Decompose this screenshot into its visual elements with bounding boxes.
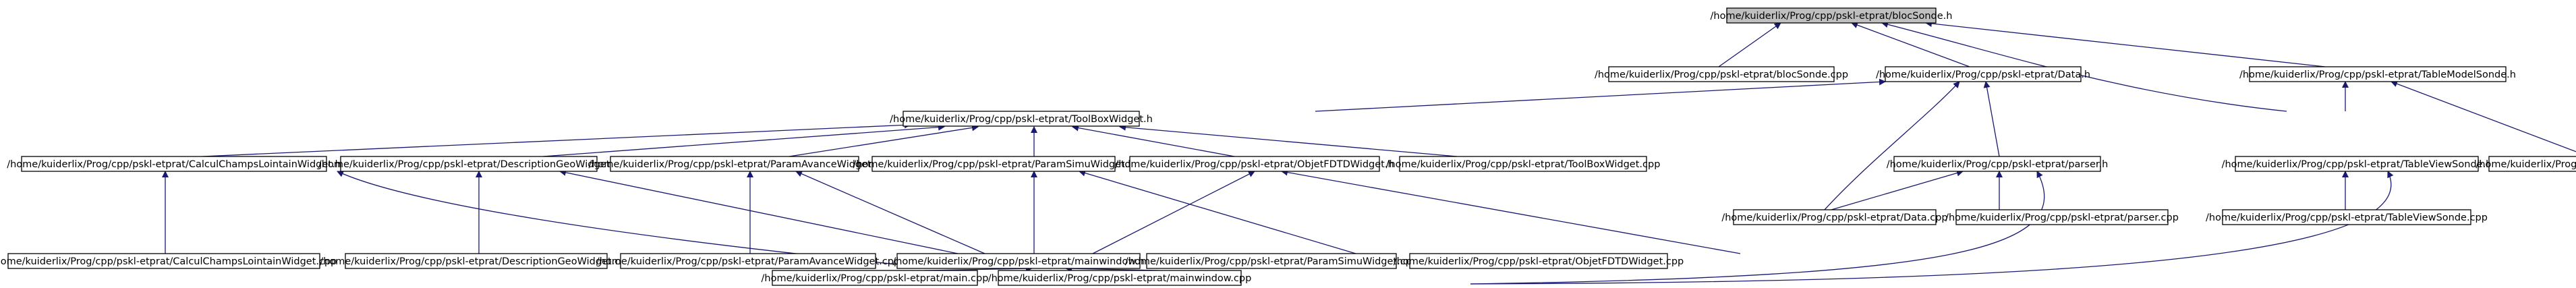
svg-text:/home/kuiderlix/Prog/cpp/pskl-: /home/kuiderlix/Prog/cpp/pskl-etprat/Par… [596, 256, 900, 267]
edge-blocsonde-cpp [1718, 22, 1781, 67]
svg-text:/home/kuiderlix/Prog/cpp/pskl-: /home/kuiderlix/Prog/cpp/pskl-etprat/Obj… [1115, 159, 1394, 170]
svg-text:/home/kuiderlix/Prog/cpp/pskl-: /home/kuiderlix/Prog/cpp/pskl-etprat/Tab… [2222, 159, 2492, 170]
svg-text:/home/kuiderlix/Prog/cpp/pskl-: /home/kuiderlix/Prog/cpp/pskl-etprat/Tab… [2475, 159, 2576, 170]
edge-mainwindow-to-desc [559, 169, 958, 254]
edge-model-cpp [2391, 80, 2576, 152]
node-parser-cpp[interactable]: /home/kuiderlix/Prog/cpp/pskl-etprat/par… [1945, 209, 2179, 225]
node-paramsimuwidget-cpp[interactable]: /home/kuiderlix/Prog/cpp/pskl-etprat/Par… [1125, 253, 1418, 269]
svg-text:/home/kuiderlix/Prog/cpp/pskl-: /home/kuiderlix/Prog/cpp/pskl-etprat/Des… [320, 256, 632, 267]
svg-text:/home/kuiderlix/Prog/cpp/pskl-: /home/kuiderlix/Prog/cpp/pskl-etprat/Dat… [1876, 69, 2090, 80]
edge-data-cpp-to-data [1824, 81, 1960, 210]
svg-text:/home/kuiderlix/Prog/cpp/pskl-: /home/kuiderlix/Prog/cpp/pskl-etprat/Cal… [0, 256, 337, 267]
edge-mainwindow-to-tableview [1470, 171, 2394, 285]
svg-text:/home/kuiderlix/Prog/cpp/pskl-: /home/kuiderlix/Prog/cpp/pskl-etprat/Too… [1386, 159, 1661, 170]
node-tableviewsonde-cpp[interactable]: /home/kuiderlix/Prog/cpp/pskl-etprat/Tab… [2206, 209, 2488, 225]
edge-psimu-cpp [1079, 169, 1356, 254]
file-nodes: /home/kuiderlix/Prog/cpp/pskl-etprat/blo… [0, 7, 2576, 286]
edge-tablemodel-h [1925, 20, 2326, 67]
node-toolboxwidget-h[interactable]: /home/kuiderlix/Prog/cpp/pskl-etprat/Too… [890, 111, 1153, 127]
node-blocsonde-h[interactable]: /home/kuiderlix/Prog/cpp/pskl-etprat/blo… [1711, 7, 1953, 24]
node-data-h[interactable]: /home/kuiderlix/Prog/cpp/pskl-etprat/Dat… [1876, 66, 2090, 82]
node-paramavancewidget-cpp[interactable]: /home/kuiderlix/Prog/cpp/pskl-etprat/Par… [596, 253, 900, 269]
edge-data-h [1851, 22, 1970, 67]
svg-text:/home/kuiderlix/Prog/cpp/pskl-: /home/kuiderlix/Prog/cpp/pskl-etprat/par… [1945, 212, 2179, 223]
node-objetfdtdwidget-h[interactable]: /home/kuiderlix/Prog/cpp/pskl-etprat/Obj… [1115, 156, 1394, 172]
edge-parser-h-to-data [1983, 81, 2000, 157]
svg-text:/home/kuiderlix/Prog/cpp/pskl-: /home/kuiderlix/Prog/cpp/pskl-etprat/mai… [892, 256, 1144, 267]
node-descriptiongeowidget-h[interactable]: /home/kuiderlix/Prog/cpp/pskl-etprat/Des… [318, 156, 619, 172]
svg-text:/home/kuiderlix/Prog/cpp/pskl-: /home/kuiderlix/Prog/cpp/pskl-etprat/Tab… [2206, 212, 2488, 223]
edge-data-cpp-to-parser [1831, 169, 1964, 210]
node-descriptiongeowidget-cpp[interactable]: /home/kuiderlix/Prog/cpp/pskl-etprat/Des… [320, 253, 633, 269]
svg-text:/home/kuiderlix/Prog/cpp/pskl-: /home/kuiderlix/Prog/cpp/pskl-etprat/Par… [588, 159, 880, 170]
node-toolboxwidget-cpp[interactable]: /home/kuiderlix/Prog/cpp/pskl-etprat/Too… [1386, 156, 1661, 172]
svg-text:/home/kuiderlix/Prog/cpp/pskl-: /home/kuiderlix/Prog/cpp/pskl-etprat/Tab… [2239, 69, 2516, 80]
node-calculchampslointainwidget-cpp[interactable]: /home/kuiderlix/Prog/cpp/pskl-etprat/Cal… [0, 253, 337, 269]
svg-text:/home/kuiderlix/Prog/cpp/pskl-: /home/kuiderlix/Prog/cpp/pskl-etprat/Par… [853, 159, 1134, 170]
node-blocsonde-cpp[interactable]: /home/kuiderlix/Prog/cpp/pskl-etprat/blo… [1595, 66, 1848, 82]
svg-text:/home/kuiderlix/Prog/cpp/pskl-: /home/kuiderlix/Prog/cpp/pskl-etprat/Par… [1125, 256, 1418, 267]
node-paramsimuwidget-h[interactable]: /home/kuiderlix/Prog/cpp/pskl-etprat/Par… [853, 156, 1135, 172]
edge-pavance-h-to-toolbox [789, 124, 979, 157]
node-mainwindow-h[interactable]: /home/kuiderlix/Prog/cpp/pskl-etprat/mai… [892, 253, 1145, 269]
node-objetfdtdwidget-cpp[interactable]: /home/kuiderlix/Prog/cpp/pskl-etprat/Obj… [1394, 253, 1684, 269]
edge-mainwindow-to-objet [1092, 171, 1255, 254]
svg-text:/home/kuiderlix/Prog/cpp/pskl-: /home/kuiderlix/Prog/cpp/pskl-etprat/Too… [890, 114, 1153, 125]
edge-toolbox-cpp [1119, 123, 1458, 157]
svg-text:/home/kuiderlix/Prog/cpp/pskl-: /home/kuiderlix/Prog/cpp/pskl-etprat/blo… [1711, 11, 1953, 22]
svg-text:/home/kuiderlix/Prog/cpp/pskl-: /home/kuiderlix/Prog/cpp/pskl-etprat/Des… [318, 159, 619, 170]
node-calculchampslointainwidget-h[interactable]: /home/kuiderlix/Prog/cpp/pskl-etprat/Cal… [7, 156, 341, 172]
node-parser-h[interactable]: /home/kuiderlix/Prog/cpp/pskl-etprat/par… [1887, 156, 2109, 172]
svg-text:/home/kuiderlix/Prog/cpp/pskl-: /home/kuiderlix/Prog/cpp/pskl-etprat/mai… [762, 273, 989, 284]
node-main-cpp[interactable]: /home/kuiderlix/Prog/cpp/pskl-etprat/mai… [762, 270, 989, 286]
edge-objet-h-to-toolbox [1072, 124, 1235, 157]
node-tablemodelsonde-h[interactable]: /home/kuiderlix/Prog/cpp/pskl-etprat/Tab… [2239, 66, 2516, 82]
node-data-cpp[interactable]: /home/kuiderlix/Prog/cpp/pskl-etprat/Dat… [1721, 209, 1948, 225]
edge-desc-h-to-toolbox [542, 123, 945, 157]
edge-toolbox-h-to-data [1315, 78, 1886, 112]
svg-text:/home/kuiderlix/Prog/cpp/pskl-: /home/kuiderlix/Prog/cpp/pskl-etprat/Dat… [1721, 212, 1947, 223]
edge-mainwindow-to-parser [1470, 171, 2045, 285]
svg-text:/home/kuiderlix/Prog/cpp/pskl-: /home/kuiderlix/Prog/cpp/pskl-etprat/par… [1887, 159, 2109, 170]
svg-text:/home/kuiderlix/Prog/cpp/pskl-: /home/kuiderlix/Prog/cpp/pskl-etprat/Cal… [7, 159, 341, 170]
edge-mainwindow-to-pavance [795, 171, 985, 254]
edge-objet-cpp [1281, 169, 1741, 254]
node-tablemodelsonde-cpp[interactable]: /home/kuiderlix/Prog/cpp/pskl-etprat/Tab… [2475, 156, 2576, 172]
svg-text:/home/kuiderlix/Prog/cpp/pskl-: /home/kuiderlix/Prog/cpp/pskl-etprat/Obj… [1394, 256, 1684, 267]
node-tableviewsonde-h[interactable]: /home/kuiderlix/Prog/cpp/pskl-etprat/Tab… [2222, 156, 2492, 172]
svg-text:/home/kuiderlix/Prog/cpp/pskl-: /home/kuiderlix/Prog/cpp/pskl-etprat/blo… [1595, 69, 1848, 80]
edge-calc-h-to-toolbox [202, 121, 911, 157]
dependency-edges [162, 20, 2576, 285]
node-paramavancewidget-h[interactable]: /home/kuiderlix/Prog/cpp/pskl-etprat/Par… [588, 156, 881, 172]
node-mainwindow-cpp[interactable]: /home/kuiderlix/Prog/cpp/pskl-etprat/mai… [988, 270, 1252, 286]
svg-text:/home/kuiderlix/Prog/cpp/pskl-: /home/kuiderlix/Prog/cpp/pskl-etprat/mai… [988, 273, 1252, 284]
